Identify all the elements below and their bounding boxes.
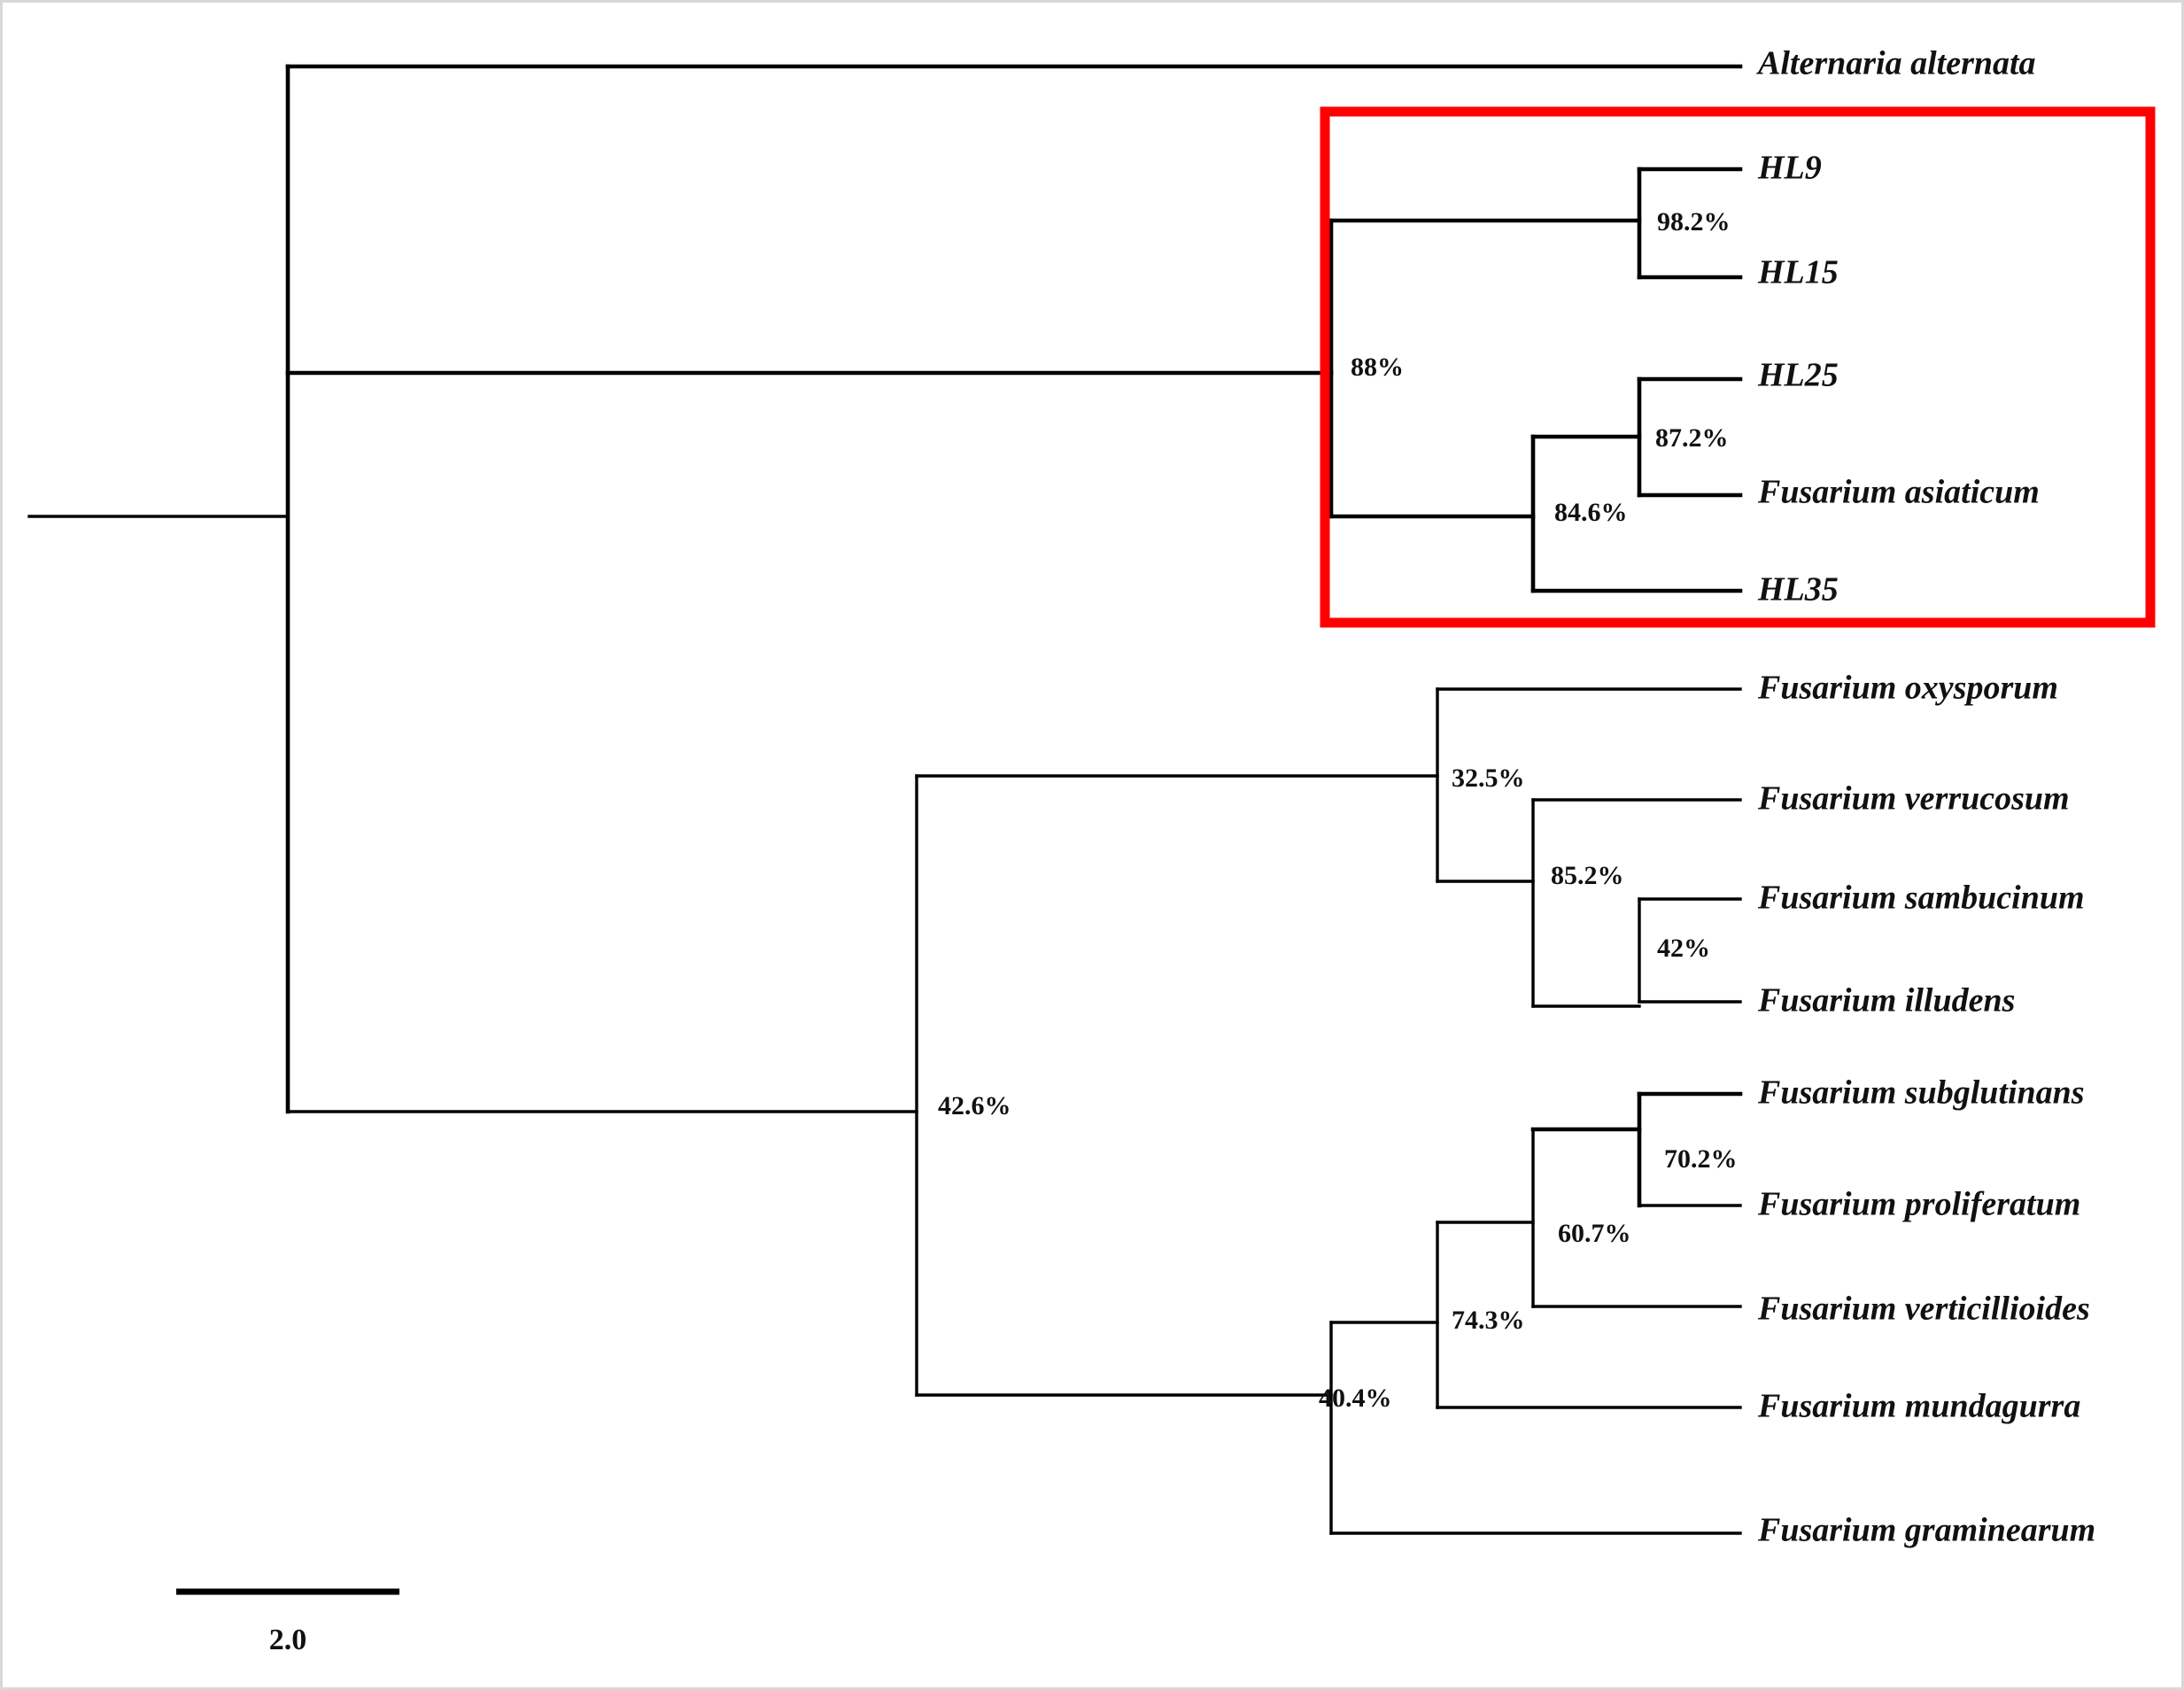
support-label-42-6: 42.6%	[938, 1091, 1011, 1120]
taxon-label-hl9: HL9	[1757, 150, 1822, 187]
support-label-40-4: 40.4%	[1319, 1384, 1392, 1413]
taxon-label-fusarium-illudens: Fusarium illudens	[1757, 982, 2015, 1019]
support-label-32-5: 32.5%	[1452, 764, 1525, 793]
taxon-label-fusarium-sambucinum: Fusarium sambucinum	[1757, 880, 2085, 917]
support-label-74-3: 74.3%	[1452, 1306, 1525, 1335]
branch-highlight-clade	[285, 167, 1743, 593]
root-branches	[27, 64, 290, 1114]
branch-main-fusarium-clade	[286, 687, 1743, 1535]
support-label-98-2: 98.2%	[1657, 207, 1731, 236]
taxon-label-fusarium-graminearum: Fusarium graminearum	[1757, 1512, 2095, 1549]
taxon-label-fusarium-verrucosum: Fusarium verrucosum	[1757, 780, 2070, 818]
taxon-label-hl35: HL35	[1757, 571, 1839, 609]
taxon-label-hl25: HL25	[1757, 357, 1839, 394]
support-label-88: 88%	[1351, 353, 1404, 382]
support-label-84-6: 84.6%	[1554, 498, 1628, 527]
support-label-42: 42%	[1657, 934, 1710, 963]
taxon-label-fusarium-proliferatum: Fusarium proliferatum	[1757, 1186, 2080, 1223]
highlight-box-asiaticum-clade	[1320, 106, 2156, 628]
support-label-70-2: 70.2%	[1664, 1144, 1738, 1174]
support-label-60-7: 60.7%	[1558, 1219, 1631, 1248]
taxon-label-fusarium-mundagurra: Fusarium mundagurra	[1757, 1388, 2080, 1425]
taxon-label-fusarium-oxysporum: Fusarium oxysporum	[1757, 670, 2058, 707]
taxon-label-fusarium-verticillioides: Fusarium verticillioides	[1757, 1291, 2090, 1328]
tree-canvas: Alternaria alternata HL9 HL15 HL25 Fusar…	[27, 45, 2156, 1656]
support-label-85-2: 85.2%	[1551, 861, 1624, 890]
support-label-87-2: 87.2%	[1655, 423, 1729, 453]
taxon-label-alternaria-alternata: Alternaria alternata	[1756, 45, 2036, 82]
scale-bar-group: 2.0	[176, 1588, 399, 1656]
scale-bar-label: 2.0	[269, 1624, 307, 1656]
taxon-label-fusarium-subglutinans: Fusarium subglutinans	[1757, 1074, 2085, 1112]
taxon-label-fusarium-asiaticum: Fusarium asiaticum	[1757, 474, 2040, 511]
taxon-label-hl15: HL15	[1757, 254, 1839, 291]
